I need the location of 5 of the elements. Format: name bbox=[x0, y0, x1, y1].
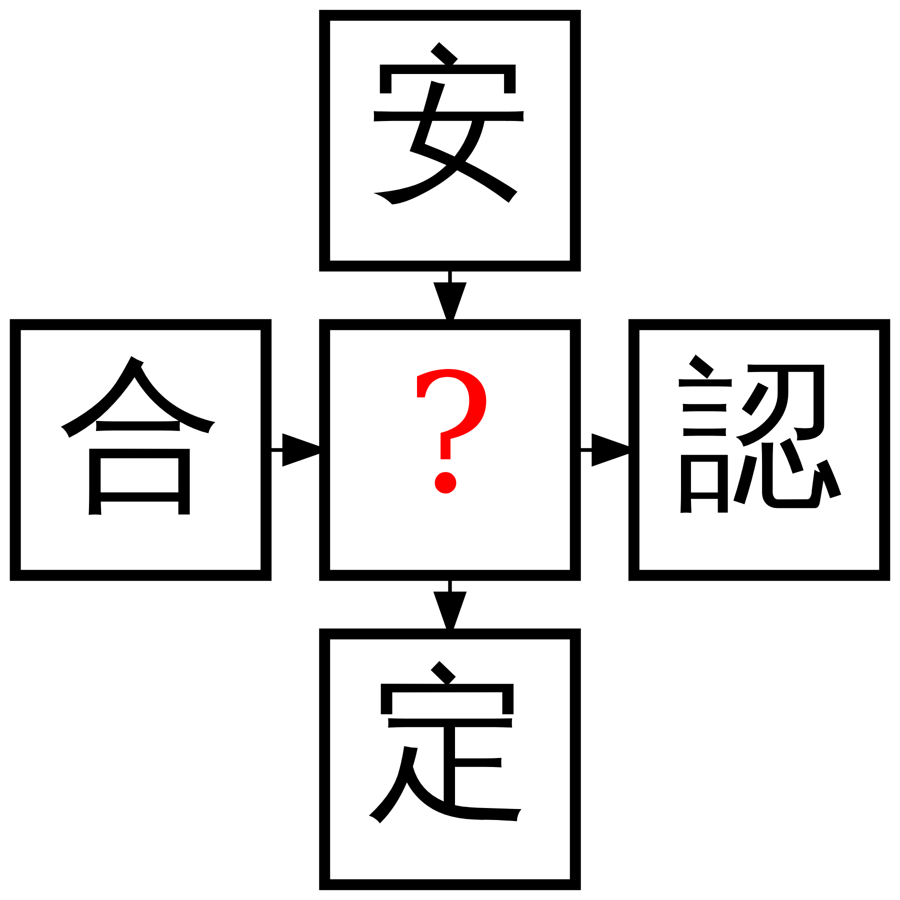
node-box: ? bbox=[319, 319, 581, 581]
node-box: 定 bbox=[319, 628, 581, 890]
node-box: 安 bbox=[319, 10, 581, 272]
node-box: 合 bbox=[10, 319, 272, 581]
node-box: 認 bbox=[628, 319, 890, 581]
